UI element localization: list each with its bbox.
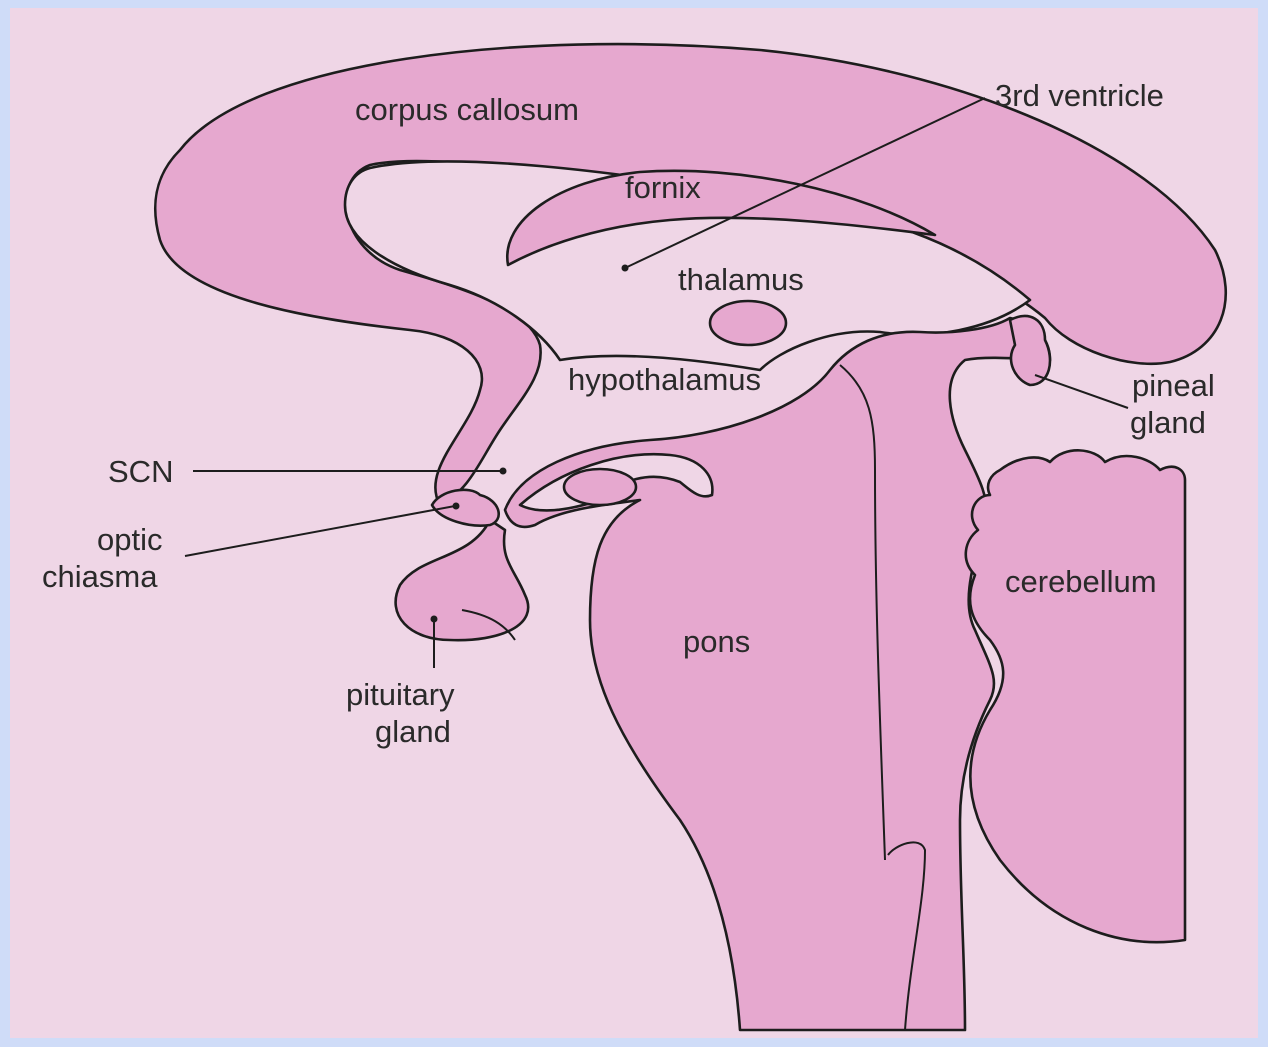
label-pituitary-line2: gland [375,714,451,749]
pineal-gland-shape [1010,316,1050,385]
label-pituitary-line1: pituitary [346,677,455,712]
brainstem-shape [505,318,1050,1030]
label-pons: pons [683,624,750,659]
label-cerebellum: cerebellum [1005,564,1157,599]
scn-dot [500,468,507,475]
cerebellum-shape [966,450,1185,942]
label-fornix: fornix [625,170,701,205]
label-pineal-line1: pineal [1132,368,1215,403]
label-optic-line2: chiasma [42,559,158,594]
massa-intermedia [710,301,786,345]
optic-chiasma-dot [453,503,460,510]
label-thalamus: thalamus [678,262,804,297]
label-third-ventricle: 3rd ventricle [995,78,1164,113]
mammillary-body [564,469,636,505]
label-scn: SCN [108,454,173,489]
label-optic-line1: optic [97,522,162,557]
pituitary-dot [431,616,438,623]
pineal-leader [1035,375,1128,408]
label-hypothalamus: hypothalamus [568,362,761,397]
pituitary-gland-shape [396,520,529,640]
label-pineal-line2: gland [1130,405,1206,440]
optic-chiasma-leader [185,506,455,556]
third-ventricle-dot [622,265,629,272]
label-corpus-callosum: corpus callosum [355,92,579,127]
